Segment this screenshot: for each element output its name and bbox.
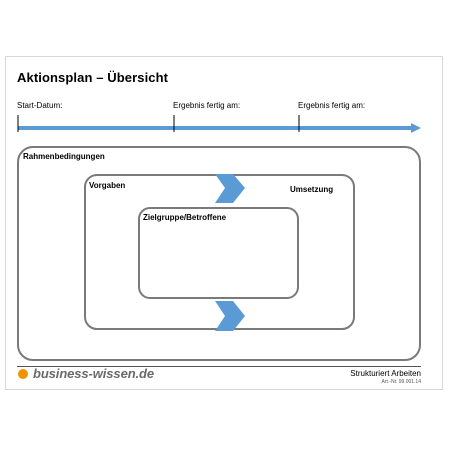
rahmenbedingungen-label: Rahmenbedingungen — [23, 152, 105, 161]
timeline-label-result-1: Ergebnis fertig am: — [173, 101, 241, 110]
logo-dot-icon — [18, 369, 28, 379]
chevron-top-icon — [215, 174, 245, 203]
timeline-label-start: Start-Datum: — [17, 101, 63, 110]
footer-divider — [17, 366, 421, 367]
footer-article-number: Art.-Nr. 99.001.14 — [381, 379, 421, 385]
zielgruppe-label: Zielgruppe/Betroffene — [143, 213, 227, 222]
page-title: Aktionsplan – Übersicht — [17, 70, 169, 85]
timeline-arrowhead — [411, 123, 421, 133]
umsetzung-label: Umsetzung — [290, 185, 334, 194]
footer-series-title: Strukturiert Arbeiten — [350, 369, 421, 378]
timeline-label-result-2: Ergebnis fertig am: — [298, 101, 366, 110]
zielgruppe-box — [138, 207, 299, 299]
chevron-bottom-icon — [215, 301, 245, 331]
vorgaben-label: Vorgaben — [89, 181, 126, 190]
logo-text: business-wissen.de — [33, 366, 155, 381]
